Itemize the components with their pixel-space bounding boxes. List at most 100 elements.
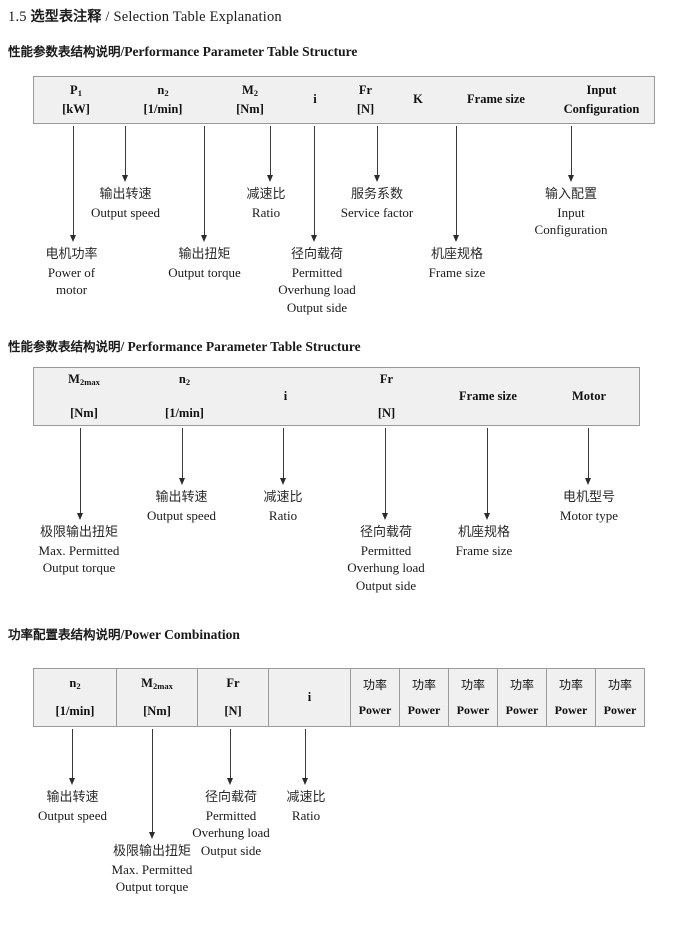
annotation2-motor-type-cn: 电机型号 [562,490,615,505]
annotation3-overhung-load-en-2: Overhung load [192,825,270,841]
annotation3-ratio: 减速比 Ratio [265,789,347,824]
annotation2-output-speed-en-1: Output speed [147,507,216,523]
table3-col-power-5: 功率 Power [546,669,595,726]
annotation2-overhung-load-en-1: Permitted [360,542,412,558]
table3-col-n2-sub: 2 [76,680,81,691]
annotation3-max-torque-en-1: Max. Permitted [111,861,193,877]
section-heading-performance-parameter-1: 性能参数表结构说明/Performance Parameter Table St… [8,41,357,60]
arrow2-to-overhung-load [381,428,390,520]
table1-col-p1-unit: [kW] [62,102,90,116]
annotation-overhung-load-cn: 径向载荷 [290,247,343,262]
annotation-frame-size-cn: 机座规格 [430,247,483,262]
annotation3-max-torque-cn: 极限输出扭矩 [112,844,191,859]
annotation-overhung-load-en-2: Overhung load [278,282,356,298]
annotation2-output-speed: 输出转速 Output speed [124,489,239,524]
arrow2-to-motor-type [584,428,593,485]
table3-col-fr-symbol: Fr [226,675,240,690]
annotation-output-torque-en-1: Output torque [168,264,241,280]
annotation-power-of-motor-en-1: Power of [47,264,96,280]
annotation3-output-speed: 输出转速 Output speed [15,789,130,824]
table1-col-fr: Fr [N] [338,77,393,123]
annotation3-max-permitted-output-torque: 极限输出扭矩 Max. Permitted Output torque [91,843,213,896]
annotation2-overhung-load-cn: 径向载荷 [359,525,412,540]
arrow-to-output-speed [121,126,130,182]
table3-col-n2-symbol: n2 [69,675,81,691]
table2-col-n2-unit: [1/min] [165,405,204,420]
annotation-overhung-load: 径向载荷 Permitted Overhung load Output side [256,246,378,316]
annotation-output-torque: 输出扭矩 Output torque [147,246,262,281]
annotation2-ratio: 减速比 Ratio [242,489,324,524]
annotation-output-torque-cn: 输出扭矩 [178,247,231,262]
table1-col-m2-unit: [Nm] [236,102,264,116]
page-title-cn: 选型表注释 [30,9,102,25]
section3-heading-en: Power Combination [124,627,240,642]
table2-col-frame-size: Frame size [437,368,539,425]
arrow2-to-ratio [279,428,288,485]
table1-col-fr-unit: [N] [356,102,375,116]
section3-heading-cn: 功率配置表结构说明 [8,627,121,642]
arrow-to-frame-size [452,126,461,242]
table3-col-power-3-en: Power [456,702,490,717]
table3-col-power-5-cn: 功率 [558,677,583,692]
table2-col-i: i [235,368,336,425]
annotation2-overhung-load: 径向载荷 Permitted Overhung load Output side [325,524,447,594]
table1-col-frame-size-symbol: Frame size [467,92,525,107]
section-heading-power-combination: 功率配置表结构说明/Power Combination [8,624,240,643]
table3-col-m2max-symbol: M2max [141,675,173,691]
annotation3-overhung-load-en-1: Permitted [205,807,257,823]
table1-col-n2-symbol: n2 [157,82,169,98]
table3-col-fr: Fr [N] [197,669,268,726]
section-heading-sep: / [120,44,125,59]
table3-col-i-symbol: i [307,689,312,704]
table3-col-power-6-en: Power [603,702,637,717]
table1-col-p1-symbol: P1 [70,82,82,98]
table1-col-p1: P1 [kW] [34,77,118,123]
annotation2-overhung-load-en-3: Output side [355,577,417,593]
table1-col-i-symbol: i [313,92,317,107]
table1-col-n2-sub: 2 [164,87,169,98]
annotation2-frame-size: 机座规格 Frame size [428,524,540,559]
annotation3-ratio-cn: 减速比 [286,790,326,805]
table2-col-n2-symbol: n2 [178,372,191,388]
annotation-input-configuration-en-1: Input [557,204,585,220]
annotation3-output-speed-en-1: Output speed [38,807,107,823]
table2-col-n2: n2 [1/min] [134,368,235,425]
page-title: 1.5 选型表注释 / Selection Table Explanation [8,6,282,26]
arrow2-to-frame-size [483,428,492,520]
section-heading-cn: 性能参数表结构说明 [8,44,121,59]
performance-parameter-table-2: M2max [Nm] n2 [1/min] i Fr [N] Frame siz… [33,367,640,426]
section3-heading-sep: / [120,627,125,642]
section-heading-en: Performance Parameter Table Structure [124,44,358,59]
annotation-ratio: 减速比 Ratio [225,186,307,221]
section2-heading-en: Performance Parameter Table Structure [127,339,361,354]
annotation-output-speed-en-1: Output speed [91,204,160,220]
annotation2-output-speed-cn: 输出转速 [155,490,208,505]
table3-col-n2-unit: [1/min] [55,704,95,718]
table1-col-m2: M2 [Nm] [208,77,292,123]
table2-col-motor-symbol: Motor [571,388,606,403]
table2-col-motor: Motor [539,368,639,425]
table1-col-i: i [292,77,338,123]
annotation3-max-torque-en-2: Output torque [115,879,189,895]
table3-col-power-1: 功率 Power [350,669,399,726]
annotation3-ratio-en-1: Ratio [291,807,321,823]
performance-parameter-table-1: P1 [kW] n2 [1/min] M2 [Nm] i Fr [N] K Fr… [33,76,655,124]
annotation-input-configuration-en-2: Configuration [534,222,608,238]
annotation-ratio-en-1: Ratio [251,204,281,220]
table2-col-n2-sub: 2 [185,377,191,388]
table1-col-k-symbol: K [413,92,423,107]
section2-heading-sep: / [120,339,125,354]
table1-col-frame-size: Frame size [443,77,549,123]
arrow2-to-max-permitted-output-torque [76,428,85,520]
annotation-frame-size-en-1: Frame size [428,264,486,280]
table1-col-input-line1: Input [586,82,617,97]
arrow3-to-max-permitted-output-torque [148,729,157,839]
arrow-to-ratio [266,126,275,182]
table3-col-power-6-cn: 功率 [607,677,632,692]
table2-col-i-symbol: i [283,388,288,403]
annotation-overhung-load-en-3: Output side [286,299,348,315]
annotation3-output-speed-cn: 输出转速 [46,790,99,805]
table2-col-fr-unit: [N] [377,405,396,420]
table2-col-m2max: M2max [Nm] [34,368,134,425]
table1-col-input-configuration: Input Configuration [549,77,654,123]
